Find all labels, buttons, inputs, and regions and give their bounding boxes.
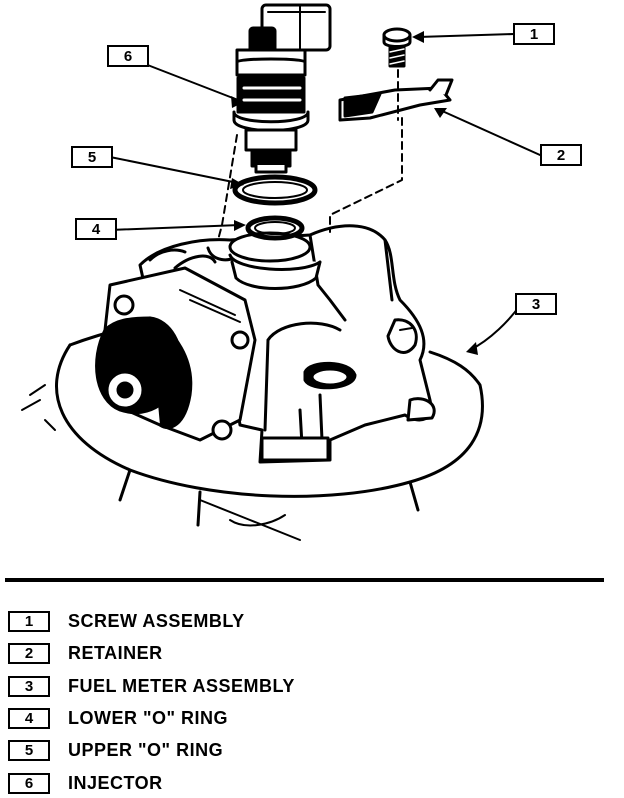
callout-6: 6 (107, 45, 149, 67)
injector (232, 3, 332, 174)
legend-label: UPPER "O" RING (68, 739, 224, 760)
exploded-view-figure: 1 2 3 4 5 6 (21, 3, 582, 541)
legend-number: 6 (8, 772, 50, 794)
callout-4: 4 (75, 218, 117, 240)
callout-5: 5 (71, 146, 113, 168)
legend-item: 6 INJECTOR (8, 771, 163, 795)
legend-label: RETAINER (68, 642, 163, 663)
legend-item: 3 FUEL METER ASSEMBLY (8, 674, 295, 698)
legend-label: SCREW ASSEMBLY (68, 610, 245, 631)
callout-2: 2 (540, 144, 582, 166)
legend-number: 4 (8, 707, 50, 729)
callout-3: 3 (515, 293, 557, 315)
callout-1: 1 (513, 23, 555, 45)
legend-label: INJECTOR (68, 772, 163, 793)
legend-label: FUEL METER ASSEMBLY (68, 675, 295, 696)
lower-o-ring (245, 215, 305, 241)
pressure-regulator (95, 266, 257, 442)
legend-number: 1 (8, 610, 50, 632)
legend-number: 5 (8, 739, 50, 761)
legend-item: 1 SCREW ASSEMBLY (8, 609, 245, 633)
legend-item: 2 RETAINER (8, 641, 163, 665)
legend-item: 5 UPPER "O" RING (8, 738, 223, 762)
divider-rule (5, 578, 604, 582)
legend-label: LOWER "O" RING (68, 707, 229, 728)
upper-o-ring (232, 174, 318, 206)
legend-item: 4 LOWER "O" RING (8, 706, 228, 730)
retainer (338, 78, 454, 122)
callout-5-label: 5 (88, 149, 96, 166)
callout-3-label: 3 (532, 296, 540, 313)
callout-6-label: 6 (124, 48, 132, 65)
callout-2-label: 2 (557, 147, 565, 164)
legend-number: 3 (8, 675, 50, 697)
legend-number: 2 (8, 642, 50, 664)
screw-assembly (382, 27, 412, 68)
callout-1-label: 1 (530, 26, 538, 43)
callout-4-label: 4 (92, 221, 101, 238)
